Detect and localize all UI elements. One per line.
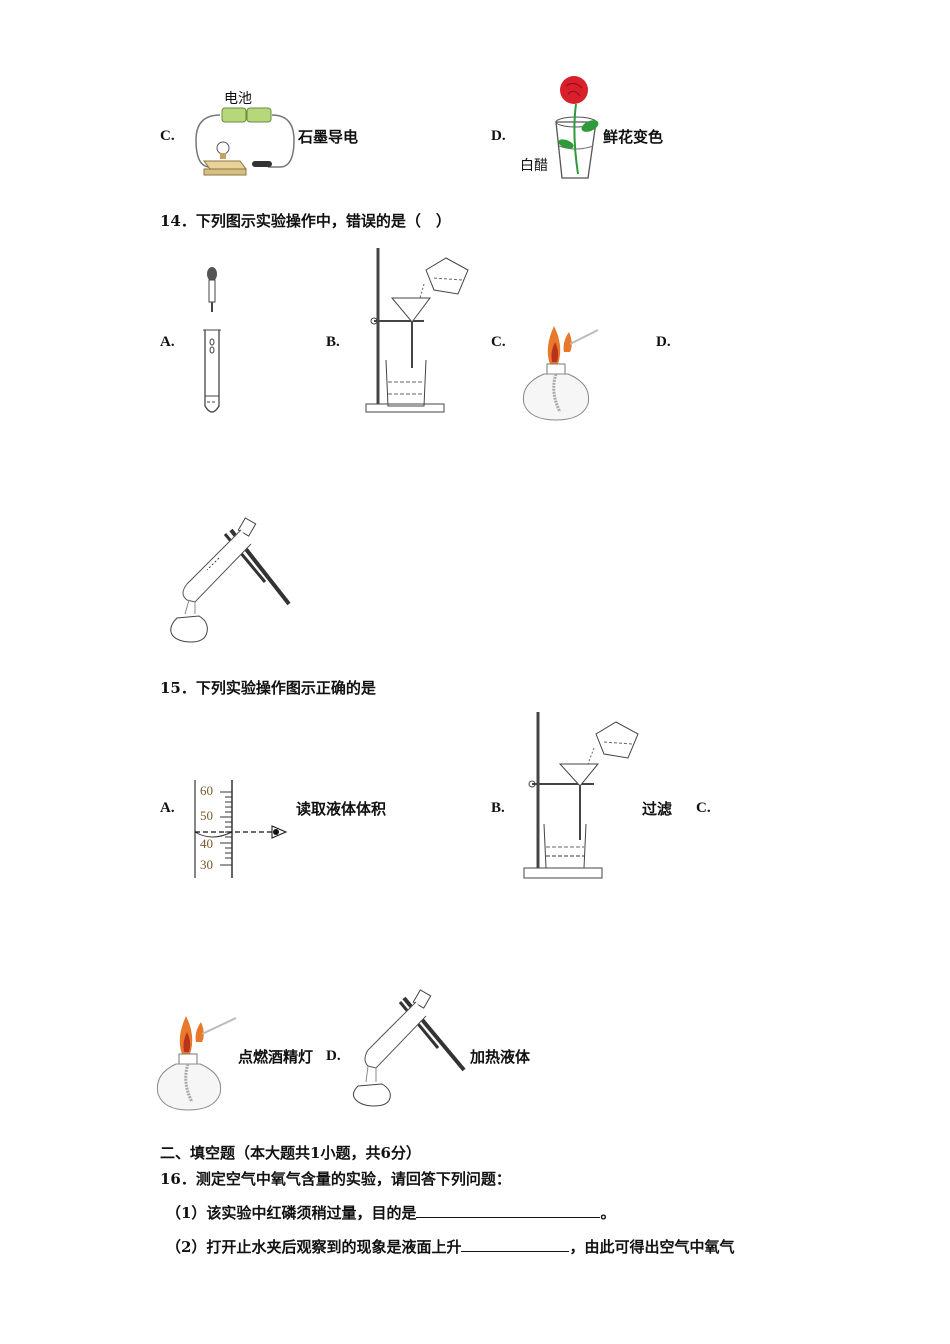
lighting-alcohol-lamp-icon [522,326,599,421]
q13-option-d-label: D. [491,128,506,144]
q15-option-b-label: B. [491,800,505,816]
q15-option-b-caption: 过滤 [642,800,673,818]
battery-label: 电池 [224,91,252,107]
q13-option-d-caption: 鲜花变色 [603,128,664,146]
q14-option-d-label: D. [656,334,671,350]
q15-option-d-caption: 加热液体 [470,1048,531,1066]
q15-option-c-label: C. [696,800,711,816]
scale-60: 60 [200,783,213,798]
heating-test-tube-icon [170,517,291,643]
q13-option-c-label: C. [160,128,175,144]
scale-50: 50 [200,808,213,823]
graduated-cylinder-reading-icon: 60 50 40 30 [194,780,314,880]
lighting-alcohol-lamp-icon [156,1016,237,1111]
q16-part-1-suffix: 。 [600,1204,616,1222]
q14-option-a-label: A. [160,334,175,350]
filtration-apparatus-icon [523,712,639,879]
q16-part-1: （1）该实验中红磷须稍过量，目的是 。 [166,1203,615,1222]
q14-option-c-label: C. [491,334,506,350]
graphite-circuit-icon [195,107,295,176]
q16-part-2-suffix: ，由此可得出空气中氧气 [569,1238,735,1256]
q15-stem: 15．下列实验操作图示正确的是 [160,679,376,697]
q16-part-2-prefix: （2）打开止水夹后观察到的现象是液面上升 [166,1238,462,1256]
scale-30: 30 [200,857,213,872]
q16-answer-blank-2[interactable] [461,1237,570,1252]
q14-stem: 14．下列图示实验操作中，错误的是（ ） [160,212,451,230]
q16-answer-blank-1[interactable] [416,1203,601,1218]
q15-option-d-label: D. [326,1048,341,1064]
dropper-test-tube-icon [203,267,221,413]
q14-option-b-label: B. [326,334,340,350]
q15-option-c-caption: 点燃酒精灯 [238,1048,314,1066]
filtration-apparatus-icon [365,248,469,413]
vinegar-label: 白醋 [520,158,548,174]
rose-in-vinegar-icon [555,76,599,179]
q13-option-c-caption: 石墨导电 [298,128,359,146]
scale-40: 40 [200,836,213,851]
q16-stem: 16．测定空气中氧气含量的实验，请回答下列问题： [160,1170,511,1188]
q16-part-2: （2）打开止水夹后观察到的现象是液面上升 ，由此可得出空气中氧气 [166,1237,734,1256]
q15-option-a-caption: 读取液体体积 [296,800,387,818]
q16-part-1-prefix: （1）该实验中红磷须稍过量，目的是 [166,1204,417,1222]
heating-test-tube-icon [352,989,466,1107]
q15-option-a-label: A. [160,800,175,816]
section2-heading: 二、填空题（本大题共1小题，共6分） [160,1144,421,1162]
